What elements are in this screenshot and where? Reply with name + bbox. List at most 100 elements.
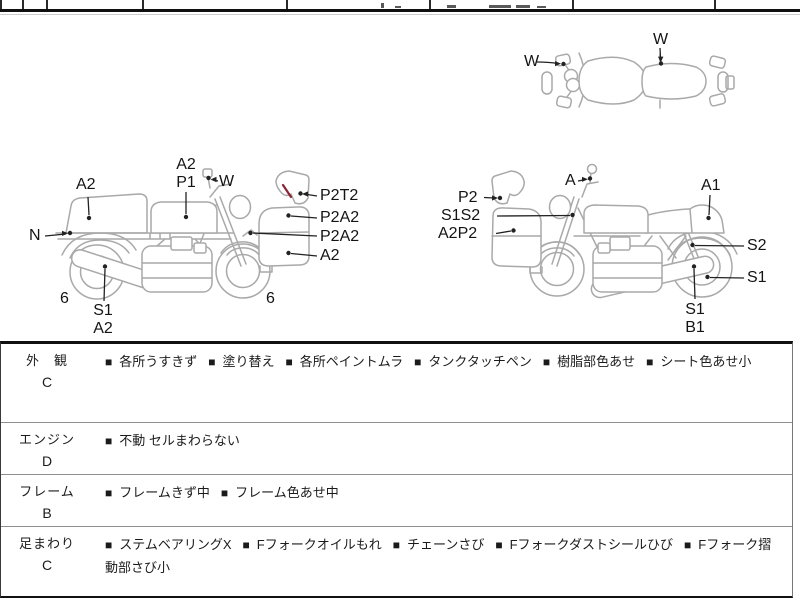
label-a2-panel: A2 (320, 247, 340, 264)
bullet-icon: ■ (542, 355, 551, 369)
condition-table: 外 観 C ■ 各所うすきず ■ 塗り替え ■ 各所ペイントムラ ■ タンクタッチペン ■樹脂部… (0, 341, 793, 598)
top-table-divider (22, 0, 24, 10)
bullet-icon: ■ (684, 538, 692, 552)
category-cell: フレーム B (1, 475, 93, 526)
condition-items: ■ 不動 セルまわらない (93, 423, 792, 474)
category-cell: エンジン D (1, 423, 93, 474)
category-label: フレーム (19, 484, 75, 499)
condition-item: ■樹脂部色あせ (543, 354, 635, 369)
condition-item-label: Fフォークオイルもれ (256, 537, 382, 552)
bullet-icon: ■ (208, 355, 216, 369)
condition-item-label: Fフォーク摺動部さび小 (105, 537, 772, 575)
leader-dots (62, 56, 711, 280)
condition-item: ■ 塗り替え (208, 354, 274, 369)
condition-items: ■フレームきず中■フレーム色あせ中 (93, 475, 792, 526)
top-view-drawing (541, 52, 735, 109)
bullet-icon: ■ (242, 538, 250, 552)
top-table-bottom-border (0, 9, 800, 12)
top-table-divider (714, 0, 716, 10)
condition-item-label: Fフォークダストシールひび (509, 537, 674, 552)
top-table-shadow-line (0, 14, 800, 15)
category-label: エンジン (18, 432, 75, 447)
bullet-icon: ■ (495, 538, 503, 552)
top-table-divider (46, 0, 48, 10)
condition-item-label: タンクタッチペン (428, 354, 532, 369)
cropped-text-fragment (381, 3, 384, 8)
bullet-icon: ■ (220, 486, 229, 500)
bullet-icon: ■ (414, 355, 422, 369)
condition-item-label: チェーンさび (406, 537, 485, 552)
table-row-engine: エンジン D ■ 不動 セルまわらない (1, 422, 792, 474)
bullet-icon: ■ (392, 538, 400, 552)
grade-value: C (41, 557, 53, 573)
category-cell: 足まわり C (1, 527, 93, 596)
label-s1-muffler: S1 (93, 302, 113, 319)
table-row-frame: フレーム B ■フレームきず中■フレーム色あせ中 (1, 474, 792, 526)
condition-item-label: 塗り替え (222, 354, 275, 369)
category-label: 足まわり (18, 536, 75, 551)
condition-item-label: ステムベアリングX (119, 537, 232, 552)
bullet-icon: ■ (105, 355, 113, 369)
condition-item: ■ 各所ペイントムラ (286, 354, 404, 369)
cropped-text-fragment (395, 6, 401, 8)
label-a2-rear-seat: A2 (76, 176, 96, 193)
label-n-fender: N (29, 227, 41, 244)
condition-item: ■Fフォーク摺動部さび小 (105, 537, 771, 575)
top-table-divider (572, 0, 574, 10)
label-6-right: 6 (266, 290, 275, 307)
label-p2a2-panel: P2A2 (320, 209, 360, 226)
label-p2a2-fender: P2A2 (320, 228, 360, 245)
condition-items: ■各所うすきず■塗り替え■各所ペイントムラ■タンクタッチペン■樹脂部色あせ■シー… (93, 344, 792, 422)
condition-item-label: フレーム色あせ中 (235, 485, 339, 500)
condition-item: ■ Fフォークダストシールひび (495, 537, 673, 552)
label-w-topview-left: W (524, 53, 540, 70)
table-row-undercarriage: 足まわり C ■ステムベアリングX■Fフォークオイルもれ■チェーンさび■Fフォー… (1, 526, 792, 596)
label-a2p2-panel: A2P2 (438, 225, 478, 242)
condition-item: ■ チェーンさび (393, 537, 485, 552)
label-a1-seat: A1 (701, 177, 721, 194)
left-bike-side-view (55, 168, 271, 300)
top-table-divider (0, 0, 2, 10)
category-label: 外 観 (25, 353, 68, 368)
label-w-mirror: W (219, 173, 235, 190)
bullet-icon: ■ (285, 355, 293, 369)
condition-item: ■シート色あせ小 (646, 354, 751, 369)
right-bike-side-view (529, 163, 738, 299)
cropped-text-fragment (447, 5, 456, 8)
grade-value: D (41, 453, 53, 469)
condition-item-label: 各所ペイントムラ (299, 354, 404, 369)
table-row-exterior: 外 観 C ■ 各所うすきず ■ 塗り替え ■ 各所ペイントムラ ■ タンクタッチペン ■樹脂部… (1, 344, 792, 422)
cropped-text-fragment (537, 6, 546, 8)
bullet-icon: ■ (105, 434, 113, 448)
label-a2-tank: A2 (176, 156, 196, 173)
condition-item: ■フレームきず中 (105, 485, 210, 500)
damage-slash-mark (281, 183, 293, 199)
label-w-topview-top: W (653, 31, 669, 48)
condition-items: ■ ステムベアリングX ■ Fフォークオイルもれ ■ チェーンさび ■ Fフォークダストシール… (93, 527, 792, 596)
label-a-mirror: A (565, 172, 576, 189)
grade-value: C (41, 374, 53, 390)
label-s1-muffler-right: S1 (685, 301, 705, 318)
condition-item: ■ 不動 セルまわらない (105, 433, 240, 448)
leader-lines (44, 47, 745, 302)
grade-value: B (42, 505, 52, 521)
cropped-text-fragment (489, 5, 511, 8)
condition-item-label: シート色あせ小 (660, 354, 752, 369)
condition-item-label: 各所うすきず (119, 354, 198, 369)
top-table-divider (429, 0, 431, 10)
motorcycle-condition-diagram (44, 47, 745, 302)
top-table-divider (286, 0, 288, 10)
label-6-left: 6 (60, 290, 69, 307)
label-p2t2-cowl: P2T2 (320, 187, 359, 204)
bullet-icon: ■ (105, 486, 113, 500)
label-s2-shock: S2 (747, 237, 767, 254)
label-s1s2-fork: S1S2 (441, 207, 481, 224)
bullet-icon: ■ (105, 538, 113, 552)
condition-item: ■ 各所うすきず (105, 354, 197, 369)
condition-item: ■ タンクタッチペン (414, 354, 532, 369)
condition-item-label: 不動 セルまわらない (119, 433, 240, 448)
